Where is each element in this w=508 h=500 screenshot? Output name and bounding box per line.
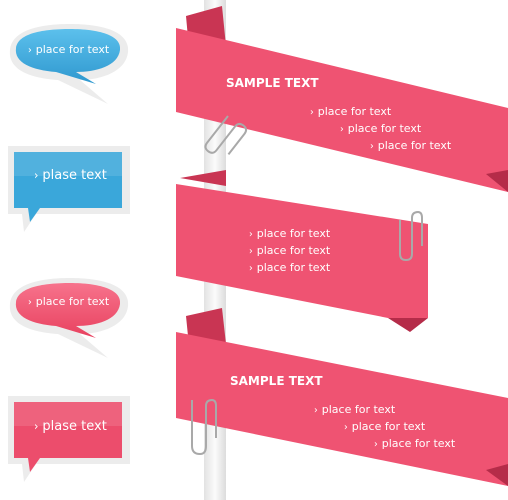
chevron-right-icon: ›: [28, 45, 32, 56]
speech-bubble-4: [8, 396, 130, 482]
chevron-right-icon: ›: [34, 169, 39, 182]
speech-bubble-2: [8, 146, 130, 232]
banner-3-title: SAMPLE TEXT: [230, 374, 323, 388]
banner-3-line-2: ›place for text: [344, 420, 426, 433]
speech-bubble-1: [9, 24, 129, 104]
chevron-right-icon: ›: [249, 263, 253, 274]
banner-1-line-3: ›place for text: [370, 139, 452, 152]
banner-1-title: SAMPLE TEXT: [226, 76, 319, 90]
ribbon-banner-1: [176, 6, 508, 192]
ribbon-banner-2: [176, 170, 428, 332]
bubble-label-2: ›plase text: [34, 168, 107, 183]
banner-3-line-1: ›place for text: [314, 403, 396, 416]
paperclip-icon: [399, 210, 423, 262]
chevron-right-icon: ›: [340, 124, 344, 135]
bubble-label-4: ›plase text: [34, 419, 107, 434]
banner-2-line-2: ›place for text: [249, 244, 331, 257]
chevron-right-icon: ›: [249, 246, 253, 257]
bubble-label-3: ›place for text: [28, 295, 110, 308]
chevron-right-icon: ›: [344, 422, 348, 433]
paperclip-icon: [204, 115, 248, 156]
banner-2-line-3: ›place for text: [249, 261, 331, 274]
chevron-right-icon: ›: [374, 439, 378, 450]
chevron-right-icon: ›: [310, 107, 314, 118]
chevron-right-icon: ›: [28, 297, 32, 308]
chevron-right-icon: ›: [34, 420, 39, 433]
chevron-right-icon: ›: [370, 141, 374, 152]
banner-2-line-1: ›place for text: [249, 227, 331, 240]
paperclip-icon: [191, 398, 217, 456]
banner-1-line-2: ›place for text: [340, 122, 422, 135]
banner-1-line-1: ›place for text: [310, 105, 392, 118]
banner-3-line-3: ›place for text: [374, 437, 456, 450]
chevron-right-icon: ›: [249, 229, 253, 240]
ribbon-banner-3: [176, 308, 508, 486]
speech-bubble-3: [9, 278, 129, 358]
bubble-label-1: ›place for text: [28, 43, 110, 56]
chevron-right-icon: ›: [314, 405, 318, 416]
